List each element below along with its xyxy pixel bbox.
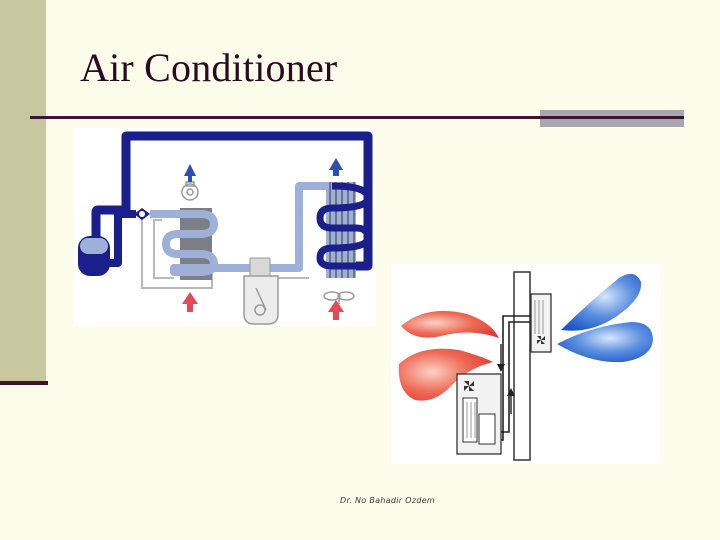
bypass-line [153, 219, 174, 279]
flow-arrow-up-head [507, 388, 515, 396]
left-decorative-bar [0, 0, 46, 383]
warm-air-plume-bottom [398, 348, 493, 401]
evaporator-coil [150, 208, 259, 280]
expansion-valve-icon [134, 208, 150, 220]
high-pressure-pipe [91, 131, 373, 271]
compressor-icon [243, 257, 279, 325]
outdoor-unit-icon [456, 373, 502, 455]
evaporator-fan-icon [181, 181, 199, 201]
receiver-pipe [104, 210, 136, 267]
title-divider-accent-line [540, 116, 684, 119]
condenser-fan-icon [323, 291, 355, 304]
condenser-coil [316, 182, 372, 278]
indoor-unit-icon [530, 293, 552, 353]
split-unit-svg [398, 271, 653, 461]
warm-air-plume-top [401, 310, 499, 338]
flow-arrow-down-head [497, 364, 505, 372]
refrigeration-cycle-diagram [74, 128, 376, 326]
slide-footer: Dr. No Bahadir Ozdem [340, 496, 436, 505]
low-pressure-pipe [259, 182, 332, 272]
refrigeration-cycle-svg [78, 131, 373, 325]
cool-air-plume-top [561, 273, 642, 331]
building-wall [513, 271, 531, 461]
air-flow-arrows [182, 158, 344, 320]
receiver-tank-vapor [80, 238, 108, 254]
left-bar-accent-line [0, 381, 48, 385]
slide-title: Air Conditioner [80, 45, 338, 90]
title-divider [30, 116, 682, 119]
cool-air-plume-bottom [557, 322, 653, 363]
split-unit-airflow-diagram [391, 264, 661, 464]
